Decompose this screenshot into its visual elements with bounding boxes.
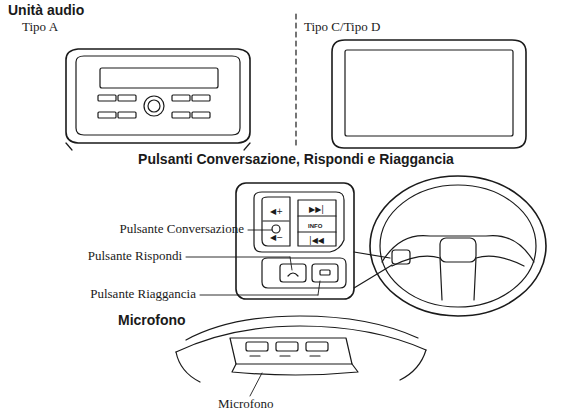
steering-wheel [354, 176, 546, 316]
svg-text:|◀◀: |◀◀ [309, 236, 325, 245]
callout-label: Microfono [218, 397, 274, 412]
svg-text:◀−: ◀− [270, 233, 283, 242]
callout-label: Pulsante Conversazione [119, 222, 244, 237]
section-heading: Pulsanti Conversazione, Rispondi e Riagg… [138, 151, 454, 167]
divider-line [295, 14, 296, 148]
button-marking: INFO [308, 223, 322, 230]
section-heading: Microfono [118, 312, 186, 328]
audio-unit-type-a [66, 49, 250, 150]
section-heading: Unità audio [8, 2, 84, 18]
svg-text:▶▶|: ▶▶| [309, 205, 324, 214]
type-label: Tipo A [22, 20, 58, 35]
type-label: Tipo C/Tipo D [304, 20, 380, 35]
audio-unit-type-c-d [332, 40, 526, 148]
leader-lines [186, 230, 320, 295]
steering-switch-inset: ◀+ ◀− ▶▶| |◀◀ [236, 183, 354, 299]
svg-text:◀+: ◀+ [270, 207, 283, 216]
callout-label: Pulsante Riaggancia [90, 287, 196, 302]
microphone-console [176, 316, 426, 396]
callout-label: Pulsante Rispondi [88, 249, 182, 264]
